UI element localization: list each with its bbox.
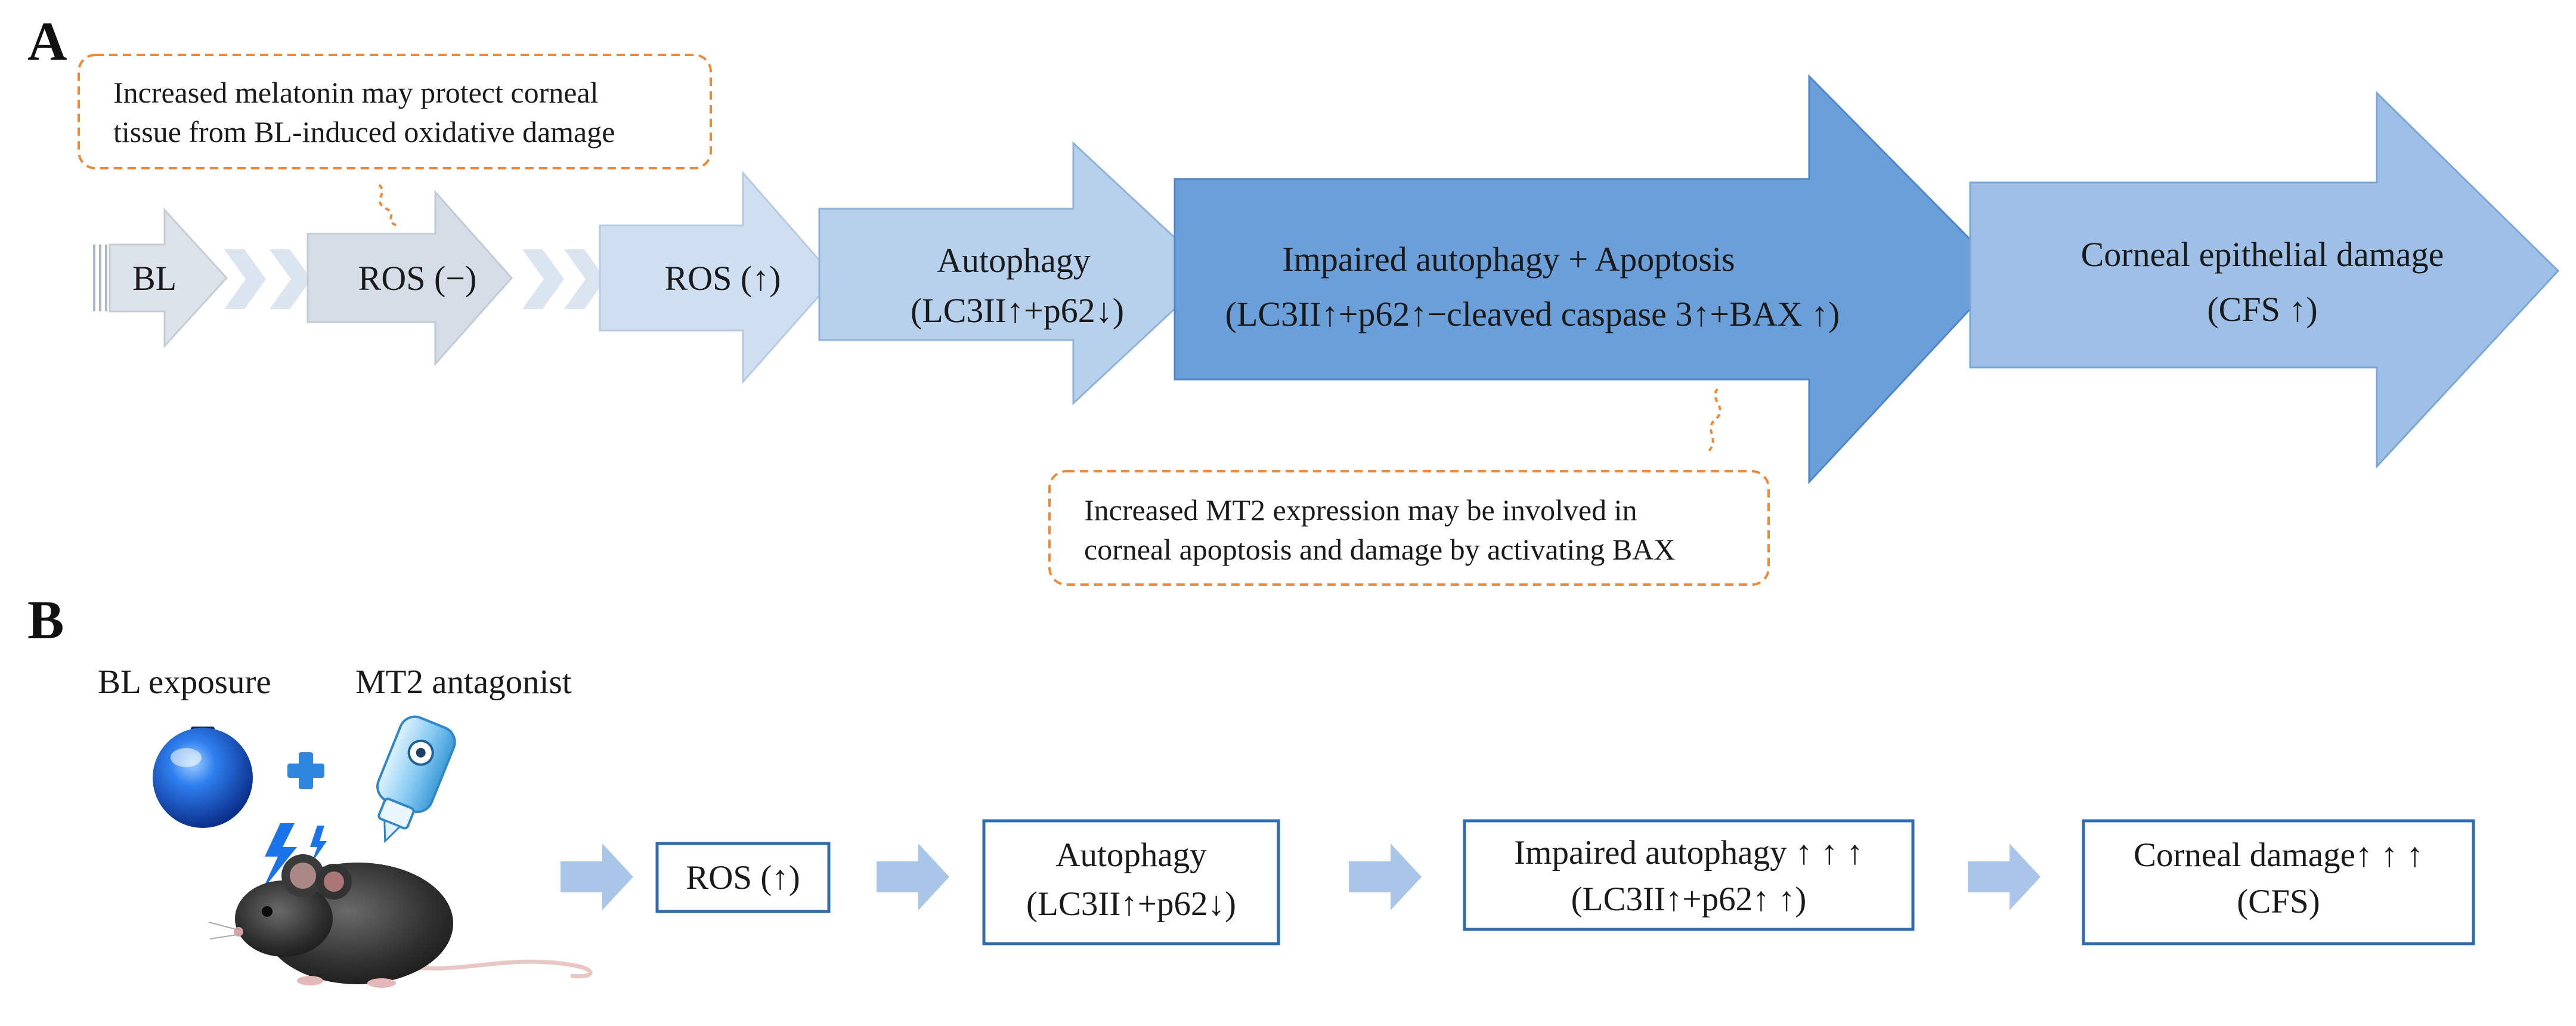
note-melatonin-box [78,54,712,169]
note-mt2-connector [1705,388,1722,455]
chevron-icon [564,249,606,309]
arrow-ros-neutral: ROS (−) [306,190,513,366]
arrow-autophagy-shape [818,141,1215,406]
box-damage: Corneal damage↑ ↑ ↑ (CFS) [2082,819,2475,945]
arrow-ros-up-shape [599,171,836,384]
plus-icon [287,752,324,789]
arrow-damage-sub: (CFS ↑) [2207,290,2317,329]
box-autophagy-frame [982,819,1280,945]
arrow-impaired-title: Impaired autophagy + Apoptosis [1282,240,1735,279]
chevron-group-1 [224,249,311,309]
note-melatonin-connector [378,184,398,227]
box-damage-frame [2082,819,2475,945]
note-melatonin-line1: Increased melatonin may protect corneal [113,76,599,109]
arrow-ros-up: ROS (↑) [599,171,836,384]
arrow-ros-neutral-label: ROS (−) [358,259,477,298]
box-autophagy: Autophagy (LC3II↑+p62↓) [982,819,1280,945]
arrow-damage: Corneal epithelial damage (CFS ↑) [1969,91,2560,469]
mt2-antagonist-label: MT2 antagonist [355,663,572,701]
chevron-icon [270,249,311,309]
lightning-bolt-icon [262,823,327,890]
box-impaired-title: Impaired autophagy ↑ ↑ ↑ [1514,834,1863,872]
box-ros: ROS (↑) [655,842,831,913]
box-damage-title: Corneal damage↑ ↑ ↑ [2134,836,2423,874]
arrow-damage-title: Corneal epithelial damage [2081,235,2444,274]
arrow-impaired-sub: (LC3II↑+p62↑−cleaved caspase 3↑+BAX ↑) [1225,295,1840,333]
chevron-icon [224,249,266,309]
arrow-autophagy-sub: (LC3II↑+p62↓) [911,291,1124,330]
arrow-bl: BL [93,208,228,348]
note-mt2: Increased MT2 expression may be involved… [1048,470,1770,586]
arrow-ros-neutral-shape [306,190,513,366]
box-autophagy-title: Autophagy [1055,836,1207,874]
arrow-damage-shape [1969,91,2560,469]
arrow-impaired: Impaired autophagy + Apoptosis (LC3II↑+p… [1174,74,2005,484]
box-impaired-sub: (LC3II↑+p62↑ ↑) [1571,880,1807,918]
note-mt2-line2: corneal apoptosis and damage by activati… [1084,533,1675,566]
box-ros-frame [655,842,831,913]
box-autophagy-sub: (LC3II↑+p62↓) [1026,885,1236,923]
eye-drop-bottle-icon [376,715,456,843]
flow-arrow [877,843,949,910]
arrow-bl-label: BL [132,259,177,298]
flow-arrow [1349,843,1422,910]
arrow-autophagy: Autophagy (LC3II↑+p62↓) [818,141,1215,406]
note-mt2-line1: Increased MT2 expression may be involved… [1084,493,1637,527]
mouse-image [208,854,593,988]
panel-b-letter: B [27,589,64,650]
flow-arrow [561,843,633,910]
panel-a-letter: A [27,11,67,72]
arrow-autophagy-title: Autophagy [937,241,1091,280]
flow-arrow [1968,843,2041,910]
note-melatonin-line2: tissue from BL-induced oxidative damage [113,115,615,149]
chevron-group-2 [522,249,606,309]
arrow-impaired-shape [1174,74,2005,484]
blue-light-bulb-icon [153,727,253,828]
arrow-bl-shape [109,208,228,348]
bl-exposure-label: BL exposure [98,663,271,701]
note-mt2-box [1048,470,1770,586]
box-ros-label: ROS (↑) [686,859,800,897]
box-impaired-frame [1463,819,1915,931]
chevron-icon [522,249,564,309]
arrow-ros-up-label: ROS (↑) [665,259,781,298]
note-melatonin: Increased melatonin may protect corneal … [78,54,712,169]
box-impaired: Impaired autophagy ↑ ↑ ↑ (LC3II↑+p62↑ ↑) [1463,819,1915,931]
box-damage-sub: (CFS) [2237,883,2320,920]
